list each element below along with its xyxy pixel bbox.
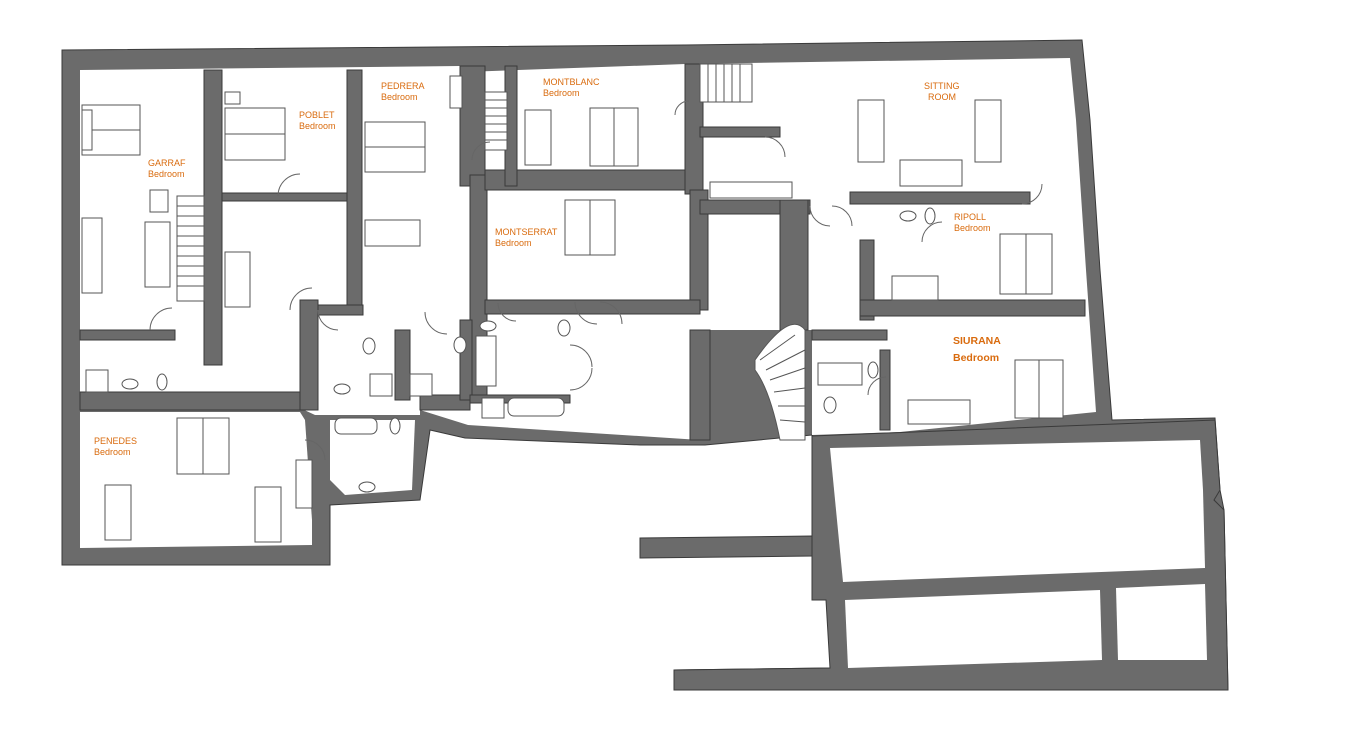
label-penedes: PENEDES Bedroom — [94, 436, 137, 457]
shower-tray — [891, 275, 939, 301]
room-name-ripoll: RIPOLL — [954, 212, 986, 222]
penedes-bed-left — [104, 484, 132, 541]
stair-north — [699, 63, 753, 103]
toilet — [389, 417, 401, 435]
garraf-bed — [81, 104, 141, 156]
washbasin — [358, 481, 376, 493]
washbasin — [899, 210, 917, 222]
pedrera-single-bed — [364, 219, 421, 247]
siurana-sofa — [907, 399, 971, 425]
bathroom-fixtures — [85, 181, 939, 493]
pedrera-desk — [449, 75, 463, 109]
siurana-bed — [1014, 359, 1064, 419]
room-type-garraf: Bedroom — [148, 169, 185, 179]
shower-tray — [85, 369, 109, 393]
room-name-penedes: PENEDES — [94, 436, 137, 446]
room-name-pedrera: PEDRERA — [381, 81, 425, 91]
interior-walls — [79, 63, 1086, 441]
shower-tray — [409, 373, 433, 397]
sitting-sofa-bottom — [899, 159, 963, 187]
room-labels: GARRAF Bedroom POBLET Bedroom PEDRERA Be… — [94, 77, 1001, 457]
room-type-poblet: Bedroom — [299, 121, 336, 131]
room-name-sitting: SITTING — [924, 81, 960, 91]
room-type-sitting: ROOM — [928, 92, 956, 102]
bathtub — [334, 417, 378, 435]
poblet-wardrobe — [224, 91, 241, 105]
label-montserrat: MONTSERRAT Bedroom — [495, 227, 558, 248]
montblanc-desk — [524, 109, 552, 166]
washbasin — [453, 336, 467, 354]
toilet — [557, 319, 571, 337]
sitting-sofa-right — [974, 99, 1002, 163]
second-bed — [224, 251, 251, 308]
room-type-penedes: Bedroom — [94, 447, 131, 457]
label-garraf: GARRAF Bedroom — [148, 158, 186, 179]
penedes-bed-main — [176, 417, 230, 475]
montblanc-bed — [589, 107, 639, 167]
ripoll-bed — [999, 233, 1053, 295]
room-type-ripoll: Bedroom — [954, 223, 991, 233]
label-poblet: POBLET Bedroom — [299, 110, 336, 131]
kitchen-counter — [709, 181, 793, 199]
toilet — [479, 320, 497, 332]
stair-pedrera — [484, 91, 508, 151]
room-type-siurana: Bedroom — [953, 352, 999, 364]
garraf-desk — [81, 217, 103, 294]
room-type-montblanc: Bedroom — [543, 88, 580, 98]
stair-spiral — [754, 323, 806, 441]
bathtub — [507, 397, 565, 417]
room-name-montserrat: MONTSERRAT — [495, 227, 558, 237]
room-type-montserrat: Bedroom — [495, 238, 532, 248]
furniture — [81, 75, 1064, 543]
stair-west — [176, 195, 205, 302]
label-pedrera: PEDRERA Bedroom — [381, 81, 425, 102]
label-montblanc: MONTBLANC Bedroom — [543, 77, 600, 98]
double-vanity — [475, 335, 497, 387]
lower-annex-walls — [639, 419, 1229, 691]
penedes-bed-right — [254, 486, 282, 543]
shower-tray — [369, 373, 393, 397]
poblet-bed — [224, 107, 286, 161]
toilet — [156, 373, 168, 391]
label-ripoll: RIPOLL Bedroom — [954, 212, 991, 233]
room-name-poblet: POBLET — [299, 110, 335, 120]
garraf-sofa — [144, 221, 171, 288]
washbasin — [333, 383, 351, 395]
sitting-sofa-left — [857, 99, 885, 163]
doors — [149, 100, 1043, 461]
shower-tray — [817, 362, 863, 386]
label-sitting-room: SITTING ROOM — [924, 81, 960, 102]
stairs — [176, 63, 806, 441]
toilet — [362, 337, 376, 355]
room-name-siurana: SIURANA — [953, 335, 1001, 347]
montserrat-bed — [564, 199, 616, 256]
penedes-wardrobe — [295, 459, 313, 509]
label-siurana: SIURANA Bedroom — [953, 335, 1001, 364]
room-type-pedrera: Bedroom — [381, 92, 418, 102]
garraf-chair — [149, 189, 169, 213]
shower-tray — [481, 397, 505, 419]
toilet — [867, 361, 879, 379]
toilet — [924, 207, 936, 225]
washbasin — [823, 396, 837, 414]
room-name-montblanc: MONTBLANC — [543, 77, 600, 87]
washbasin — [121, 378, 139, 390]
room-name-garraf: GARRAF — [148, 158, 186, 168]
pedrera-bed — [364, 121, 426, 173]
